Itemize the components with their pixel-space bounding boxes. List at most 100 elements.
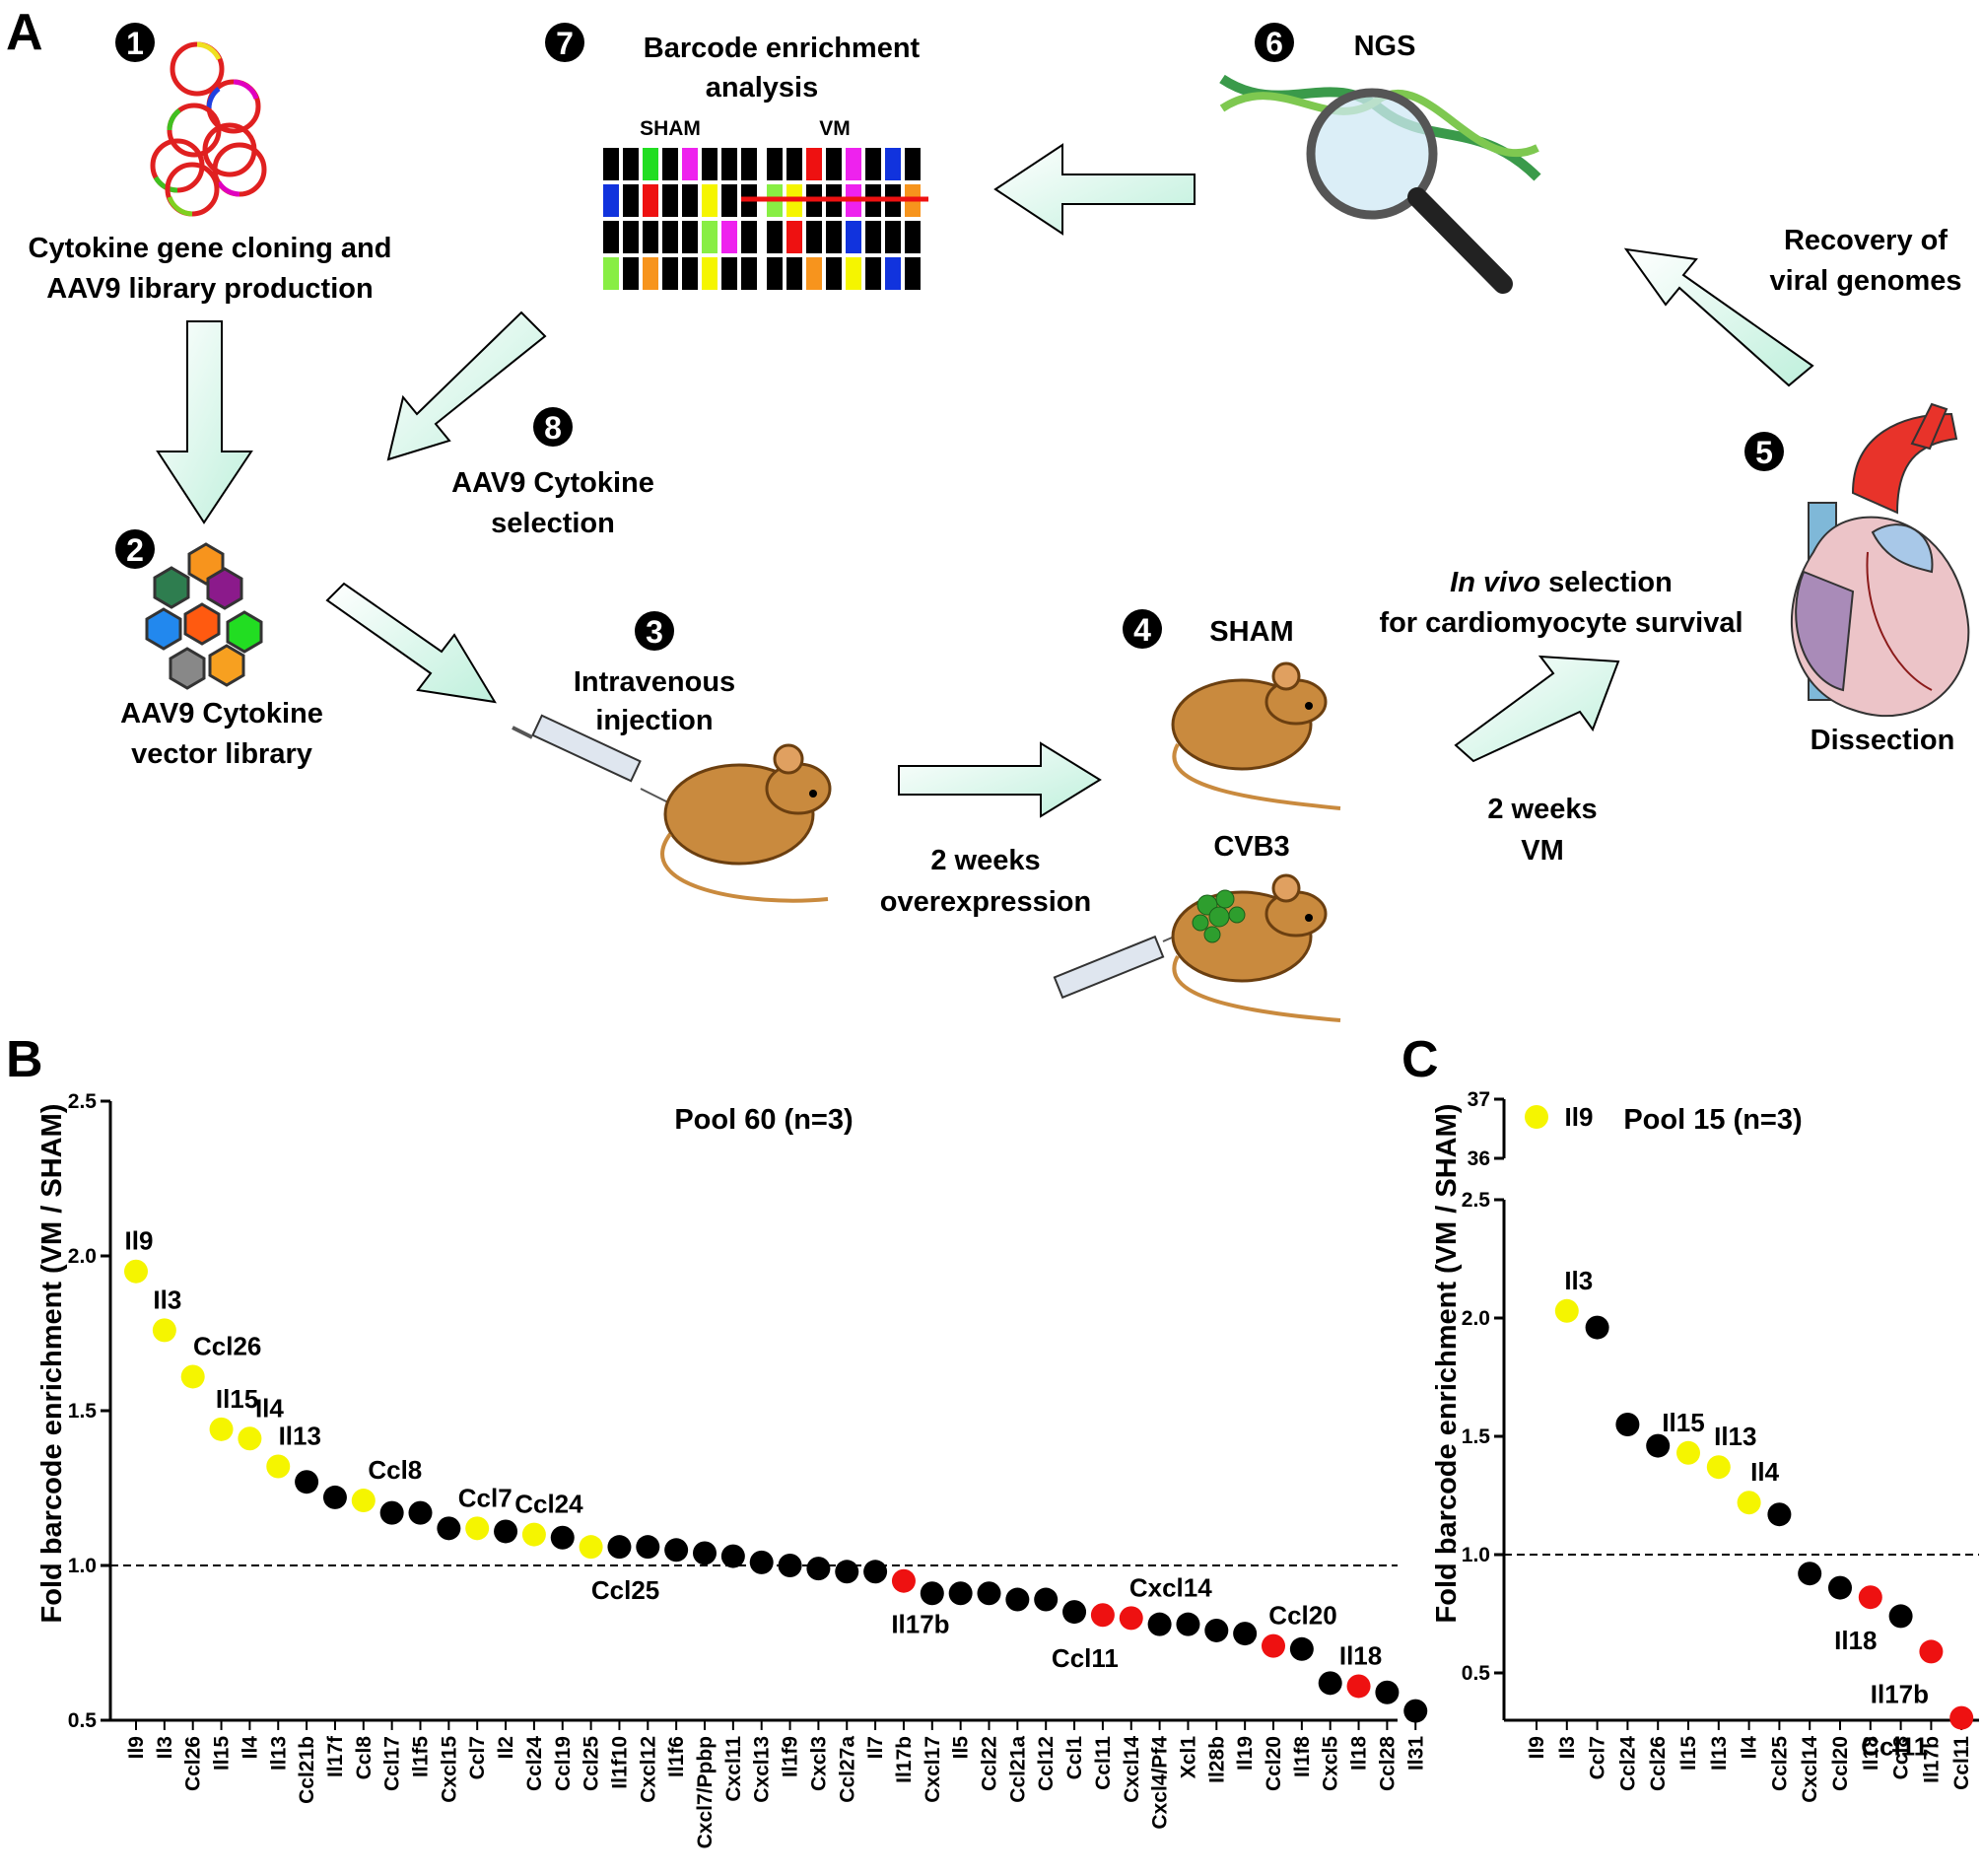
x-tick-label: Cxcl17 bbox=[922, 1736, 944, 1803]
data-point bbox=[720, 1544, 745, 1568]
x-tick-label: Il1f10 bbox=[608, 1736, 631, 1789]
barcode-bar-sham bbox=[623, 221, 639, 253]
barcode-bar-sham bbox=[603, 221, 619, 253]
y-tick-label: 1.0 bbox=[1462, 1544, 1490, 1566]
point-label: Il4 bbox=[1750, 1457, 1779, 1487]
barcode-bar-sham bbox=[662, 221, 678, 253]
x-tick-label: Ccl25 bbox=[581, 1736, 603, 1791]
x-tick-label: Il4 bbox=[239, 1736, 261, 1760]
barcode-bar-sham bbox=[741, 257, 757, 290]
step-3-number: 3 bbox=[646, 614, 663, 650]
x-tick-label: Cxcl13 bbox=[751, 1736, 774, 1803]
y-tick-label: 2.0 bbox=[68, 1245, 97, 1268]
barcode-header-vm: VM bbox=[819, 117, 851, 140]
x-tick-label: Cxcl12 bbox=[637, 1736, 659, 1803]
step-1-line-2: AAV9 library production bbox=[46, 273, 373, 305]
data-point bbox=[1646, 1433, 1671, 1458]
barcode-bar-vm bbox=[786, 148, 802, 180]
x-tick-label: Ccl17 bbox=[381, 1736, 404, 1791]
y-tick-label: 2.5 bbox=[1462, 1189, 1491, 1212]
data-point bbox=[1554, 1298, 1579, 1323]
barcode-bar-vm bbox=[885, 148, 901, 180]
step-7-line-2: analysis bbox=[706, 72, 818, 104]
y-tick-label-upper: 37 bbox=[1468, 1088, 1490, 1111]
point-label: Il13 bbox=[1714, 1422, 1756, 1451]
barcode-bar-sham bbox=[643, 148, 658, 180]
data-point bbox=[1375, 1680, 1400, 1704]
barcode-bar-vm bbox=[767, 148, 783, 180]
x-tick-label: Il15 bbox=[211, 1736, 234, 1771]
data-point bbox=[1615, 1413, 1640, 1436]
barcode-bar-vm bbox=[865, 257, 881, 290]
step-8-number: 8 bbox=[544, 410, 562, 446]
y-tick-label: 0.5 bbox=[1462, 1662, 1491, 1685]
virus-icon bbox=[1192, 889, 1246, 943]
x-tick-label: Il7 bbox=[864, 1736, 887, 1759]
data-point bbox=[806, 1557, 831, 1581]
data-point bbox=[465, 1516, 490, 1541]
step-2: 2 AAV9 Cytokine vector library bbox=[115, 529, 323, 770]
x-tick-label: Il2 bbox=[495, 1736, 517, 1759]
point-label: Il9 bbox=[1565, 1102, 1594, 1132]
panel-a: A 1 bbox=[6, 4, 1970, 1022]
x-tick-label: Ccl28 bbox=[1376, 1736, 1399, 1791]
mouse-icon bbox=[660, 743, 832, 903]
x-tick-label: Il9 bbox=[1526, 1736, 1548, 1759]
step-5: 5 Dissection bbox=[1744, 402, 1970, 756]
point-label: Ccl11 bbox=[1052, 1643, 1119, 1673]
step-4: 4 SHAM CVB3 bbox=[1053, 609, 1341, 1022]
barcode-bar-sham bbox=[741, 221, 757, 253]
barcode-bar-vm bbox=[905, 148, 921, 180]
data-point bbox=[1888, 1604, 1913, 1629]
point-label: Il17b bbox=[1871, 1679, 1929, 1708]
barcode-bar-vm bbox=[786, 257, 802, 290]
data-point bbox=[379, 1500, 404, 1525]
arrow-1-to-2 bbox=[156, 320, 253, 524]
step-3: 3 Intravenous injection bbox=[512, 611, 832, 903]
barcode-bar-vm bbox=[905, 221, 921, 253]
x-tick-label: Il9 bbox=[125, 1736, 148, 1759]
point-label: Il15 bbox=[1662, 1408, 1704, 1437]
data-point bbox=[408, 1500, 433, 1525]
step-7-badge bbox=[545, 23, 584, 62]
barcode-bar-sham bbox=[702, 221, 718, 253]
step-5-label: Dissection bbox=[1811, 725, 1955, 756]
data-point bbox=[920, 1581, 944, 1606]
barcode-bar-sham bbox=[702, 257, 718, 290]
step-6-number: 6 bbox=[1265, 26, 1283, 61]
barcode-bar-sham bbox=[721, 148, 737, 180]
barcode-bar-sham bbox=[623, 148, 639, 180]
vm-label-1: 2 weeks bbox=[1487, 794, 1597, 825]
x-tick-label: Ccl21b bbox=[296, 1736, 318, 1804]
barcode-bar-sham bbox=[741, 148, 757, 180]
point-label: Ccl24 bbox=[514, 1490, 583, 1519]
barcode-grid-sham bbox=[603, 148, 757, 290]
data-point bbox=[636, 1535, 660, 1560]
data-point bbox=[863, 1560, 888, 1584]
panel-c: C Pool 15 (n=3) Fold barcode enrichment … bbox=[1401, 1031, 1979, 1803]
x-tick-label: Il17b bbox=[893, 1736, 916, 1783]
point-label: Ccl7 bbox=[458, 1483, 513, 1512]
barcode-bar-sham bbox=[662, 257, 678, 290]
arrow-2-to-3 bbox=[325, 582, 497, 704]
data-point bbox=[1585, 1315, 1609, 1340]
y-tick-label: 2.5 bbox=[68, 1090, 98, 1113]
point-label: Il4 bbox=[255, 1393, 284, 1423]
data-point bbox=[1090, 1603, 1115, 1628]
x-tick-label: Ccl8 bbox=[1890, 1736, 1913, 1780]
step-3-badge bbox=[635, 611, 674, 651]
data-point bbox=[1318, 1671, 1342, 1696]
flow-arrows bbox=[156, 143, 1814, 818]
step-7-line-1: Barcode enrichment bbox=[644, 33, 921, 64]
x-tick-label: Il5 bbox=[950, 1736, 973, 1760]
barcode-grid-vm bbox=[767, 148, 921, 290]
data-point bbox=[1403, 1699, 1428, 1723]
step-6: 6 NGS bbox=[1219, 23, 1541, 294]
x-tick-label: Ccl12 bbox=[1035, 1736, 1058, 1791]
arrow-3-to-4 bbox=[898, 741, 1102, 818]
x-tick-label: Il15 bbox=[1677, 1736, 1700, 1771]
barcode-bar-sham bbox=[721, 221, 737, 253]
y-tick-label: 1.5 bbox=[1462, 1425, 1491, 1448]
barcode-bar-sham bbox=[623, 184, 639, 217]
